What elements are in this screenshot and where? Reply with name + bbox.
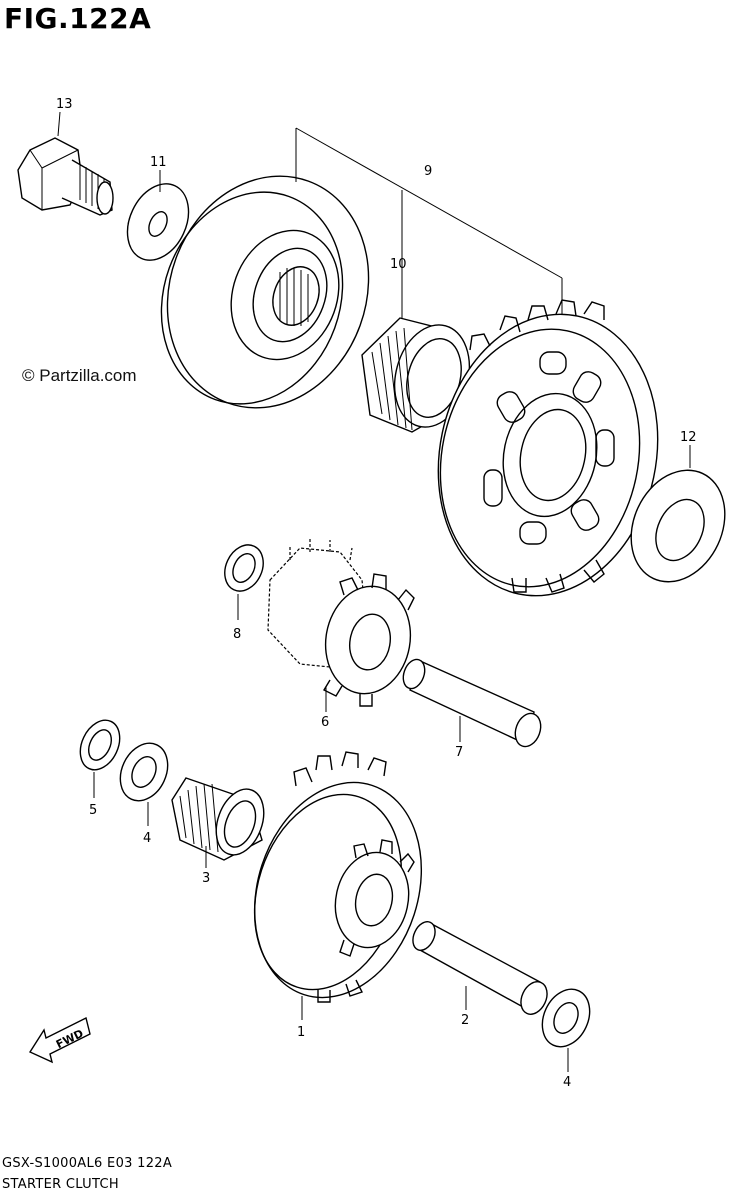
part-5-washer[interactable] (73, 714, 128, 776)
callout-2: 2 (461, 1013, 469, 1028)
part-3-needle-bearing[interactable] (171, 777, 272, 861)
callout-4b: 4 (563, 1075, 571, 1090)
part-8-washer[interactable] (218, 539, 271, 598)
callout-7: 7 (455, 745, 463, 760)
bracket-9 (295, 127, 563, 320)
part-10-needle-bearing[interactable] (361, 316, 480, 435)
part-9-driven-gear[interactable] (413, 294, 683, 617)
callout-6: 6 (321, 715, 329, 730)
callout-8: 8 (233, 627, 241, 642)
part-9-clutch-housing[interactable] (132, 148, 400, 437)
callout-5: 5 (89, 803, 97, 818)
callout-13: 13 (56, 97, 73, 112)
caption-name: STARTER CLUTCH (2, 1177, 119, 1192)
caption-model: GSX-S1000AL6 E03 122A (2, 1156, 173, 1171)
callout-11: 11 (150, 155, 167, 170)
part-6-idle-gear[interactable] (267, 538, 419, 707)
callout-3: 3 (202, 871, 210, 886)
part-12-washer[interactable] (614, 455, 731, 597)
leader-13 (57, 111, 61, 137)
part-4-washer-left[interactable] (111, 736, 176, 809)
fwd-arrow-icon: FWD (28, 1016, 91, 1064)
callout-12: 12 (680, 430, 697, 445)
callout-10: 10 (390, 257, 407, 272)
part-4-washer-right[interactable] (533, 982, 598, 1055)
callout-9: 9 (424, 164, 432, 179)
watermark-text: © Partzilla.com (22, 366, 137, 385)
callout-4a: 4 (143, 831, 151, 846)
part-1-idle-gear[interactable] (228, 751, 448, 1019)
callout-1: 1 (297, 1025, 305, 1040)
figure-title: FIG.122A (4, 2, 152, 35)
part-7-shaft[interactable] (399, 656, 545, 750)
part-2-shaft[interactable] (409, 918, 552, 1018)
part-11-washer[interactable] (116, 174, 201, 270)
part-13-bolt[interactable] (17, 137, 114, 216)
